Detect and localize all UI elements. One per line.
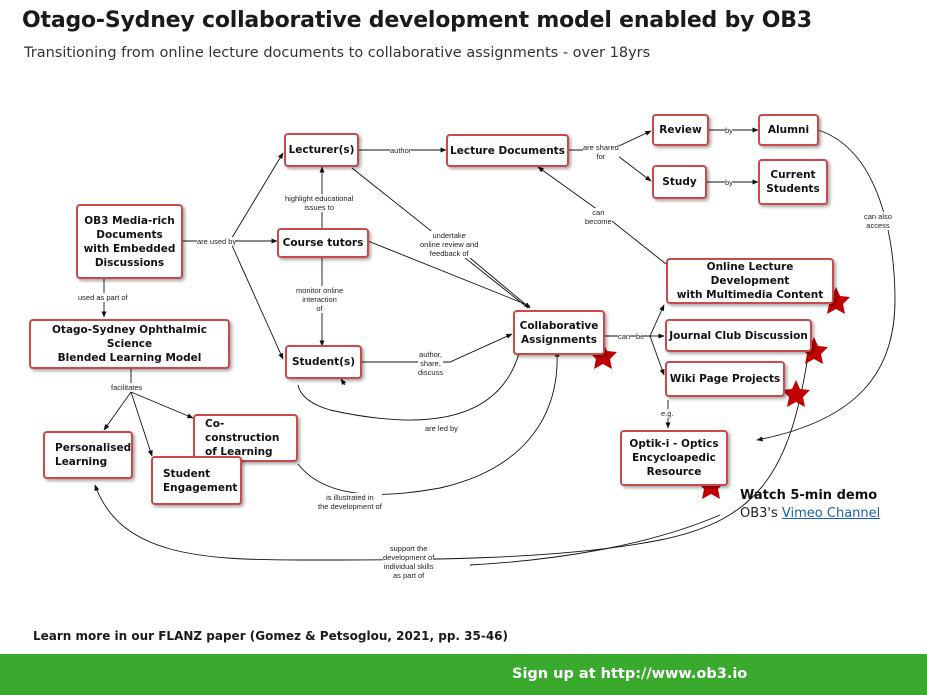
vimeo-channel-link[interactable]: Vimeo Channel bbox=[781, 506, 881, 521]
star-icon bbox=[782, 380, 810, 407]
star-icon bbox=[589, 342, 617, 369]
edge-illustrated bbox=[297, 350, 560, 495]
node-alumni: Alumni bbox=[758, 114, 819, 146]
star-icon bbox=[822, 287, 850, 314]
demo-title: Watch 5-min demo bbox=[740, 488, 878, 503]
demo-prefix: OB3's bbox=[740, 506, 782, 521]
node-study: Study bbox=[652, 165, 707, 199]
node-review: Review bbox=[652, 114, 709, 146]
edge-support-2 bbox=[469, 514, 721, 566]
edge-author-share bbox=[362, 333, 513, 363]
edge-label-by-study: by bbox=[725, 178, 733, 187]
node-journal-club: Journal Club Discussion bbox=[665, 319, 812, 352]
edge-label-can-also-access: can also access bbox=[864, 212, 892, 230]
edge-can-be-old bbox=[598, 304, 665, 337]
edge-fac-co bbox=[130, 391, 194, 419]
node-co-construction: Co-construction of Learning bbox=[193, 414, 298, 462]
edge-support bbox=[94, 355, 809, 561]
edge-label-author: author bbox=[390, 146, 412, 155]
edge-undertake-tutors bbox=[367, 240, 531, 307]
signup-link[interactable]: Sign up at http://www.ob3.io bbox=[512, 666, 748, 682]
edge-label-are-used-by: are used by bbox=[197, 237, 237, 246]
node-course-tutors: Course tutors bbox=[277, 228, 369, 258]
page-title: Otago-Sydney collaborative development m… bbox=[22, 8, 812, 33]
star-icon bbox=[800, 337, 828, 364]
node-online-lecture-dev: Online Lecture Development with Multimed… bbox=[666, 258, 834, 304]
edge-used-by-student bbox=[229, 240, 284, 360]
learn-more-text: Learn more in our FLANZ paper (Gomez & P… bbox=[33, 629, 509, 643]
edge-label-are-led-by: are led by bbox=[425, 424, 458, 433]
footer-banner: Sign up at http://www.ob3.io bbox=[0, 654, 927, 695]
edge-label-eg: e.g. bbox=[661, 409, 674, 418]
edge-label-monitor: monitor online interaction of bbox=[296, 286, 344, 313]
node-collaborative-assignments: Collaborative Assignments bbox=[513, 310, 605, 355]
node-optik-i: Optik-i - Optics Encycloapedic Resource bbox=[620, 430, 728, 486]
node-wiki-projects: Wiki Page Projects bbox=[665, 361, 785, 397]
edge-used-by-lecturer bbox=[183, 152, 284, 242]
edge-label-is-illustrated: is illustrated in the development of bbox=[318, 493, 382, 511]
edge-label-can: can bbox=[618, 332, 631, 341]
node-blended-model: Otago-Sydney Ophthalmic Science Blended … bbox=[29, 319, 230, 369]
edge-label-highlight: highlight educational issues to bbox=[285, 194, 354, 212]
node-lecturers: Lecturer(s) bbox=[284, 133, 359, 167]
edge-led-by bbox=[297, 349, 521, 421]
node-current-students: Current Students bbox=[758, 159, 828, 205]
edge-label-undertake: undertake online review and feedback of bbox=[420, 231, 479, 258]
edge-label-facilitates: facilitates bbox=[111, 383, 143, 392]
edge-can-be-wiki bbox=[649, 335, 665, 376]
node-students: Student(s) bbox=[285, 345, 362, 379]
edge-label-can-become: can become bbox=[585, 208, 612, 226]
node-student-engagement: Student Engagement bbox=[151, 456, 242, 505]
edge-fac-engage bbox=[130, 391, 153, 457]
edge-undertake-arrow bbox=[469, 257, 531, 309]
edge-fac-personal bbox=[103, 391, 132, 431]
edge-can-also-access bbox=[756, 129, 896, 442]
edge-label-be: be bbox=[636, 332, 645, 341]
edge-label-support: support the development of individual sk… bbox=[383, 544, 435, 580]
page-subtitle: Transitioning from online lecture docume… bbox=[24, 45, 651, 61]
node-personalised-learning: Personalised Learning bbox=[43, 431, 133, 479]
node-ob3-documents: OB3 Media-rich Documents with Embedded D… bbox=[76, 204, 183, 279]
node-lecture-documents: Lecture Documents bbox=[446, 134, 569, 167]
edge-label-used-as-part-of: used as part of bbox=[78, 293, 128, 302]
edge-label-author-share-discuss: author, share, discuss bbox=[418, 350, 444, 377]
edge-label-by-review: by bbox=[725, 126, 733, 135]
edge-label-are-shared-for: are shared for bbox=[583, 143, 619, 161]
edge-led-by-arrow bbox=[340, 378, 347, 386]
demo-subtitle: OB3's Vimeo Channel bbox=[740, 506, 880, 521]
